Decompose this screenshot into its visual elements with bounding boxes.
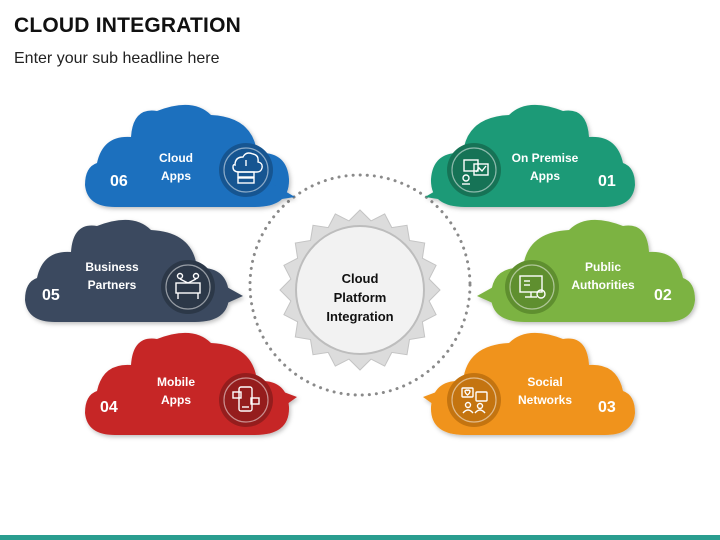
- cloud-number-06: 06: [110, 173, 128, 190]
- dotted-ring: [248, 173, 472, 397]
- cloud-number-02: 02: [654, 287, 672, 304]
- cloud-label-line-2: Apps: [161, 393, 191, 407]
- cloud-label-line-1: Business: [85, 260, 139, 274]
- mobile-apps-icon: [232, 386, 260, 412]
- cloud-number-03: 03: [598, 399, 616, 416]
- cloud-label-line-1: On Premise: [512, 151, 579, 165]
- bottom-accent-bar: [0, 535, 720, 540]
- cloud-label-line-2: Partners: [88, 278, 137, 292]
- cloud-number-05: 05: [42, 287, 60, 304]
- cloud-number-04: 04: [100, 399, 118, 416]
- cloud-label-line-2: Apps: [530, 169, 560, 183]
- center-label-line-3: Integration: [326, 309, 393, 324]
- dashboard-apps-icon: [462, 159, 489, 185]
- public-authorities-icon-badge: [505, 260, 559, 314]
- social-networks-icon-badge: [447, 373, 501, 427]
- on-premise-icon-badge: [447, 143, 501, 197]
- cloud-server-icon: [232, 152, 263, 184]
- cloud-label-line-1: Social: [527, 375, 562, 389]
- cloud-pointer: [269, 183, 295, 201]
- cloud-label-line-1: Public: [585, 260, 621, 274]
- cloud-label-line-2: Apps: [161, 169, 191, 183]
- cloud-label-line-1: Mobile: [157, 375, 195, 389]
- page-subtitle: Enter your sub headline here: [14, 50, 220, 67]
- handshake-icon: [175, 272, 201, 299]
- center-circle: [295, 225, 425, 355]
- social-network-icon: [461, 387, 488, 414]
- document-monitor-icon: [519, 275, 546, 299]
- cloud-icon-badge: [219, 143, 273, 197]
- mobile-apps-icon-badge: [219, 373, 273, 427]
- center-label-line-1: Cloud: [342, 271, 379, 286]
- cloud-label-line-2: Networks: [518, 393, 572, 407]
- cloud-label-line-2: Authorities: [571, 278, 635, 292]
- cloud-number-01: 01: [598, 173, 616, 190]
- business-partners-icon-badge: [161, 260, 215, 314]
- page-title: CLOUD INTEGRATION: [14, 14, 241, 37]
- cloud-label-line-1: Cloud: [159, 151, 193, 165]
- center-label-line-2: Platform: [334, 290, 387, 305]
